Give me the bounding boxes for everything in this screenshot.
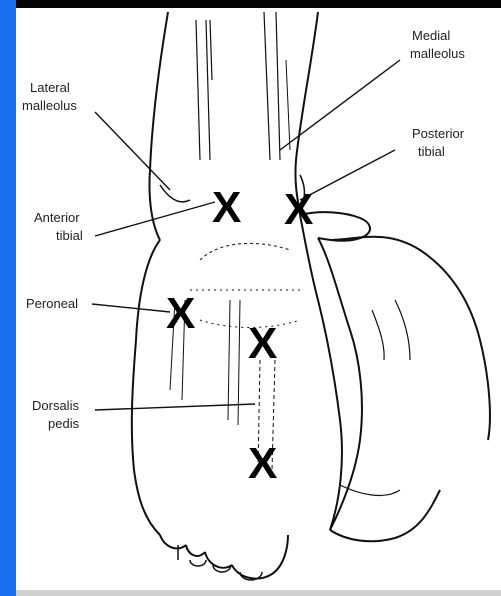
label-posterior-tibial-2: tibial — [418, 144, 445, 159]
label-posterior-tibial-1: Posterior — [412, 126, 465, 141]
foot-drawing — [132, 215, 342, 580]
marker-dorsalis-pedis-lower: X — [248, 439, 277, 488]
marker-dorsalis-pedis-upper: X — [248, 319, 277, 368]
label-medial-malleolus-1: Medial — [412, 28, 450, 43]
leader-medial-malleolus — [280, 60, 400, 150]
label-peroneal: Peroneal — [26, 296, 78, 311]
label-lateral-malleolus-2: malleolus — [22, 98, 77, 113]
label-dorsalis-pedis-1: Dorsalis — [32, 398, 79, 413]
marker-peroneal: X — [166, 289, 195, 338]
marker-posterior-tibial: X — [284, 185, 313, 234]
hand-drawing — [300, 212, 490, 541]
label-anterior-tibial-1: Anterior — [34, 210, 80, 225]
label-lateral-malleolus-1: Lateral — [30, 80, 70, 95]
leader-posterior-tibial — [300, 150, 395, 200]
label-dorsalis-pedis-2: pedis — [48, 416, 80, 431]
labels: Lateral malleolus Medial malleolus Poste… — [22, 28, 465, 431]
label-medial-malleolus-2: malleolus — [410, 46, 465, 61]
leader-lateral-malleolus — [95, 112, 170, 190]
leader-lines — [92, 60, 400, 410]
label-anterior-tibial-2: tibial — [56, 228, 83, 243]
leader-dorsalis-pedis — [95, 404, 255, 410]
marker-anterior-tibial: X — [212, 183, 241, 232]
leader-peroneal — [92, 304, 170, 312]
